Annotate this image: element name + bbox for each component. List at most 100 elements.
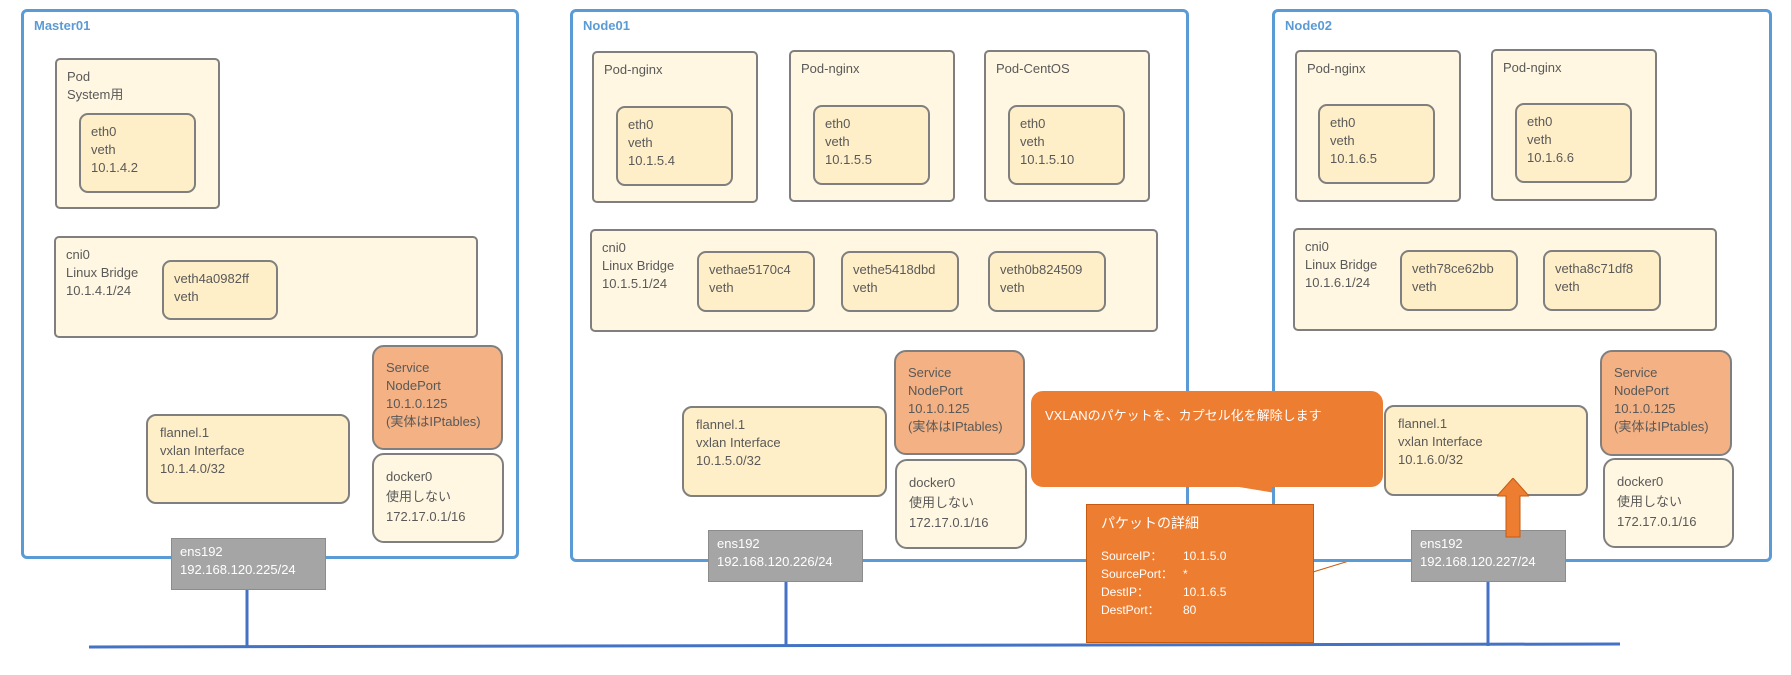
eth-type: veth [1330,133,1355,148]
pod-name: Pod-nginx [801,61,860,76]
eth-type: veth [825,134,850,149]
service-type: NodePort [386,378,441,393]
flannel-type: vxlan Interface [1398,434,1483,449]
service-label: Service [1614,365,1658,380]
node01-pod-1-eth0: eth0 veth 10.1.5.4 [616,106,733,186]
node02-flannel-interface: flannel.1 vxlan Interface 10.1.6.0/32 [1384,405,1588,496]
flannel-type: vxlan Interface [696,435,781,450]
docker-status: 使用しない [1617,494,1683,509]
flannel-type: vxlan Interface [160,443,245,458]
docker-ip: 172.17.0.1/16 [909,515,989,530]
nic-name: ens192 [717,536,760,551]
pod-desc: System用 [67,87,124,102]
node01-veth-3: veth0b824509 veth [988,251,1106,312]
packet-details-box: パケットの詳細 SourceIP： 10.1.5.0 SourcePort： *… [1086,504,1314,643]
service-ip: 10.1.0.125 [1614,401,1676,416]
eth-ip: 10.1.5.4 [628,153,675,168]
cni-type: Linux Bridge [1305,257,1378,272]
cni-type: Linux Bridge [66,265,139,280]
pod-name: Pod [67,69,91,84]
veth-type: veth [1412,279,1437,294]
packet-value: 10.1.5.0 [1183,549,1227,563]
eth-type: veth [628,135,653,150]
pod-name: Pod-nginx [604,62,663,77]
packet-value: 10.1.6.5 [1183,585,1227,599]
service-ip: 10.1.0.125 [386,396,448,411]
service-note: (実体はIPtables) [908,419,1003,434]
cni-ip: 10.1.5.1/24 [602,276,668,291]
packet-key: SourcePort： [1101,567,1174,581]
flannel-name: flannel.1 [160,425,210,440]
node02-ens192: ens192 192.168.120.227/24 [1411,530,1566,582]
node-title: Node02 [1285,18,1332,33]
eth-name: eth0 [825,116,851,131]
eth-ip: 10.1.5.10 [1020,152,1075,167]
cni-name: cni0 [1305,239,1329,254]
vxlan-callout: VXLANのパケットを、カプセル化を解除します [1031,391,1383,487]
nic-ip: 192.168.120.225/24 [180,562,296,577]
docker-status: 使用しない [386,489,452,504]
eth-name: eth0 [1020,116,1046,131]
node01-service-nodeport: Service NodePort 10.1.0.125 (実体はIPtables… [894,350,1025,455]
service-type: NodePort [1614,383,1669,398]
veth-name: vethe5418dbd [853,262,936,277]
eth-ip: 10.1.4.2 [91,160,138,175]
node02-veth-1: veth78ce62bb veth [1400,250,1518,311]
docker-name: docker0 [1617,474,1664,489]
callout-text: VXLANのパケットを、カプセル化を解除します [1045,408,1322,423]
service-note: (実体はIPtables) [386,414,481,429]
node02-veth-2: vetha8c71df8 veth [1543,250,1661,311]
node01-veth-2: vethe5418dbd veth [841,251,959,312]
eth-ip: 10.1.6.5 [1330,151,1377,166]
nic-ip: 192.168.120.226/24 [717,554,833,569]
docker-status: 使用しない [909,495,975,510]
docker-ip: 172.17.0.1/16 [1617,514,1697,529]
veth-type: veth [1000,280,1025,295]
eth-type: veth [1020,134,1045,149]
node01-ens192: ens192 192.168.120.226/24 [708,530,863,582]
node-title: Node01 [583,18,630,33]
cni-ip: 10.1.6.1/24 [1305,275,1371,290]
eth-ip: 10.1.5.5 [825,152,872,167]
veth-type: veth [853,280,878,295]
packet-row-source-port: SourcePort： * [1101,565,1299,583]
network-bus [88,642,1621,649]
veth-name: vethae5170c4 [709,262,791,277]
master-veth: veth4a0982ff veth [162,260,278,320]
node02-pod-1-eth0: eth0 veth 10.1.6.5 [1318,104,1435,184]
packet-key: DestPort： [1101,603,1160,617]
nic-ip: 192.168.120.227/24 [1420,554,1536,569]
flannel-name: flannel.1 [696,417,746,432]
veth-name: veth4a0982ff [174,271,249,286]
service-ip: 10.1.0.125 [908,401,970,416]
node01-docker0: docker0 使用しない 172.17.0.1/16 [895,459,1027,549]
pod-name: Pod-CentOS [996,61,1070,76]
packet-row-source-ip: SourceIP： 10.1.5.0 [1101,547,1299,565]
eth-type: veth [1527,132,1552,147]
veth-name: veth78ce62bb [1412,261,1494,276]
node01-veth-1: vethae5170c4 veth [697,251,815,312]
node-title: Master01 [34,18,91,33]
packet-row-dest-ip: DestIP： 10.1.6.5 [1101,583,1299,601]
cni-type: Linux Bridge [602,258,675,273]
packet-value: * [1183,567,1188,581]
node01-pod-2-eth0: eth0 veth 10.1.5.5 [813,105,930,185]
eth-type: veth [91,142,116,157]
master-service-nodeport: Service NodePort 10.1.0.125 (実体はIPtables… [372,345,503,450]
nic-name: ens192 [180,544,223,559]
cni-ip: 10.1.4.1/24 [66,283,132,298]
node02-service-nodeport: Service NodePort 10.1.0.125 (実体はIPtables… [1600,350,1732,456]
eth-name: eth0 [91,124,117,139]
master-pod-eth0: eth0 veth 10.1.4.2 [79,113,196,193]
pod-name: Pod-nginx [1503,60,1562,75]
veth-name: veth0b824509 [1000,262,1083,277]
eth-name: eth0 [1527,114,1553,129]
packet-row-dest-port: DestPort： 80 [1101,601,1299,619]
packet-key: SourceIP： [1101,549,1163,563]
eth-ip: 10.1.6.6 [1527,150,1574,165]
node02-docker0: docker0 使用しない 172.17.0.1/16 [1603,458,1734,548]
nic-name: ens192 [1420,536,1463,551]
veth-type: veth [174,289,199,304]
pod-name: Pod-nginx [1307,61,1366,76]
master-flannel-interface: flannel.1 vxlan Interface 10.1.4.0/32 [146,414,350,504]
